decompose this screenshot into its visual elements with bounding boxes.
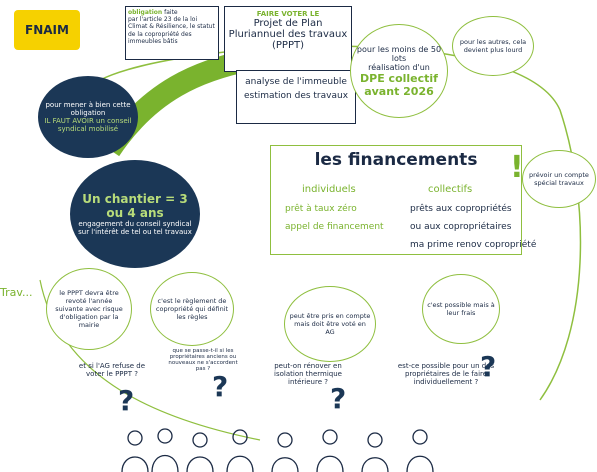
obligation-text: par l'article 23 de la loi Climat & Rési… [128,16,215,45]
chantier-bubble: Un chantier = 3 ou 4 ans engagement du c… [70,160,200,268]
question-4: est-ce possible pour un des propriétaire… [396,362,496,386]
info-bubble-4-text: c'est possible mais à leur frais [427,301,495,317]
dpe-bubble: pour les moins de 50 lots réalisation d'… [350,24,448,118]
fin-left-2: appel de financement [285,222,384,232]
fin-right-1: prêts aux copropriétés [410,204,512,214]
step-analyse: analyse de l'immeuble [245,77,347,87]
fin-right-3: ma prime renov copropriété [410,240,537,250]
question-mark-icon: ? [118,384,135,417]
question-mark-icon: ? [212,370,229,403]
chantier-title: Un chantier = 3 ou 4 ans [82,192,188,220]
fnaim-logo[interactable]: FNAIM [14,10,80,50]
side-note-text: prévoir un compte spécial travaux [529,171,589,187]
info-bubble-4: c'est possible mais à leur frais [422,274,500,344]
exclamation-icon: ! [510,150,524,185]
info-bubble-1: le PPPT devra être revoté l'année suivan… [46,268,132,350]
step-estimation: estimation des travaux [243,91,349,102]
dark-line2: IL FAUT AVOIR un conseil syndical mobili… [44,117,132,133]
question-2-text: que se passe-t-il si les propriétaires a… [168,348,238,372]
financements-title: les financements [314,150,478,170]
top-right-text: pour les autres, cela devient plus lourd [459,38,527,54]
dpe-line4: avant 2026 [364,84,434,98]
info-bubble-3: peut être pris en compte mais doit être … [284,286,376,362]
question-3: peut-on rénover en isolation thermique i… [268,362,348,386]
financements-box: les financements [270,145,522,255]
dpe-line3: DPE collectif [360,71,438,85]
question-mark-icon: ? [480,350,497,383]
dpe-line1: pour les moins de 50 lots [356,44,442,63]
info-bubble-1-text: le PPPT devra être revoté l'année suivan… [55,289,123,329]
obligation-dark-bubble: pour mener à bien cette obligation IL FA… [38,76,138,158]
obligation-title: obligation [128,9,163,16]
info-bubble-2-text: c'est le règlement de copropriété qui dé… [155,297,229,321]
info-bubble-2: c'est le règlement de copropriété qui dé… [150,272,234,346]
fin-right-2: ou aux copropriétaires [410,222,512,232]
dark-line1: pour mener à bien cette obligation [45,101,131,117]
col-left-title: individuels [302,184,356,195]
plan-box: FAIRE VOTER LE Projet de Plan Pluriannue… [224,6,352,72]
steps-box: analyse de l'immeuble estimation des tra… [236,70,356,124]
question-mark-icon: ? [330,382,347,415]
fin-left-1: prêt à taux zéro [285,204,357,214]
plan-title: Projet de Plan Pluriannuel des travaux (… [228,18,348,51]
question-2: que se passe-t-il si les propriétaires a… [164,348,242,372]
logo-text: FNAIM [25,23,69,37]
obligation-title-suffix: faite [164,9,178,16]
side-label: Trav... [0,286,33,299]
chantier-text: engagement du conseil syndical sur l'int… [78,220,192,236]
obligation-box: obligation faite par l'article 23 de la … [125,6,219,60]
side-note-bubble: prévoir un compte spécial travaux [522,150,596,208]
question-3-text: peut-on rénover en isolation thermique i… [274,362,342,386]
question-4-text: est-ce possible pour un des propriétaire… [397,362,495,386]
col-right-title: collectifs [428,184,473,195]
dpe-line2: réalisation d'un [368,62,430,72]
top-right-bubble: pour les autres, cela devient plus lourd [452,16,534,76]
plan-kicker: FAIRE VOTER LE [256,10,320,18]
question-1: et si l'AG refuse de voter le PPPT ? [72,362,152,378]
info-bubble-3-text: peut être pris en compte mais doit être … [289,312,371,336]
question-1-text: et si l'AG refuse de voter le PPPT ? [78,362,146,378]
